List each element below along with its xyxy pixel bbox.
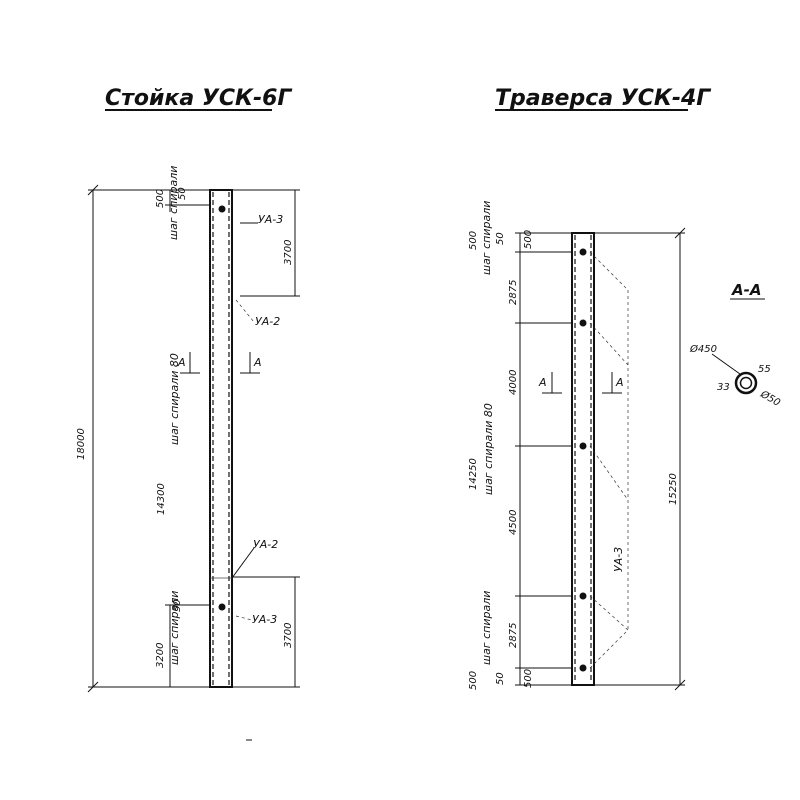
right-anchor-4	[579, 592, 587, 600]
right-title: Траверса УСК-4Г	[495, 86, 711, 111]
section-diameter-leader	[711, 353, 741, 375]
left-section-letter-left: А	[177, 356, 186, 369]
section-outer-ring	[734, 371, 758, 395]
left-bottom-length: 3200	[155, 643, 166, 668]
left-ua3-top-label: УА-3	[258, 213, 283, 226]
left-ua2-bottom-label: УА-2	[253, 538, 278, 551]
right-ua3-leader-5	[589, 629, 629, 669]
right-ua3-label: УА-3	[612, 547, 625, 572]
right-bottom-end-right: 500	[523, 669, 534, 688]
left-title: Стойка УСК-6Г	[105, 86, 292, 111]
right-bottom-pitch-label: шаг спирали	[480, 591, 493, 665]
right-ua3-leader-1	[589, 251, 629, 291]
right-traverse-drawing: Траверса УСК-4Г УА-3 500 шаг спирали 50	[468, 86, 711, 691]
section-dim-phi50: Ø50	[758, 388, 783, 409]
section-aa-detail: А-А Ø450 55 33 Ø50	[689, 281, 782, 409]
left-gap-50: 50	[172, 599, 183, 612]
right-anchor-2	[579, 319, 587, 327]
right-top-end-right: 500	[523, 230, 534, 249]
section-inner-ring	[739, 376, 753, 390]
right-seg-4000: 4000	[508, 370, 519, 395]
left-total-tick-bottom	[87, 681, 99, 693]
left-ua3-bottom-leader	[235, 615, 253, 621]
right-anchor-1	[579, 248, 587, 256]
right-bottom-end: 500	[468, 671, 479, 690]
right-section-letter-right: А	[615, 376, 624, 389]
left-ua3-bottom-label: УА-3	[252, 613, 277, 626]
right-ua3-leader-2	[589, 322, 629, 366]
left-section-letter-right: А	[253, 356, 262, 369]
left-total-length: 18000	[76, 428, 87, 460]
left-total-tick-top	[87, 184, 99, 196]
left-top-end: 500	[155, 189, 166, 208]
left-dim-top-right: 3700	[283, 240, 294, 265]
section-dim-33: 33	[717, 382, 730, 393]
left-dim-bottom-right: 3700	[283, 623, 294, 648]
left-bottom-pitch-label: шаг спирали	[168, 591, 181, 665]
right-middle-pitch-label: шаг спирали 80	[482, 403, 495, 495]
right-top-gap: 50	[495, 232, 506, 245]
right-middle-length: 14250	[468, 458, 479, 490]
right-seg-2875-bottom: 2875	[508, 623, 519, 648]
left-post-drawing: Стойка УСК-6Г 18000 500 50 шаг спирали У…	[76, 86, 300, 741]
right-top-pitch-label: шаг спирали	[480, 201, 493, 275]
right-total-length: 15250	[668, 473, 679, 505]
right-anchor-5	[579, 664, 587, 672]
section-diameter: Ø450	[689, 343, 717, 355]
section-dim-55: 55	[758, 364, 771, 375]
right-top-end: 500	[468, 231, 479, 250]
right-ua3-leader-3	[589, 445, 629, 501]
left-middle-pitch-label: шаг спирали 80	[168, 353, 181, 445]
right-section-letter-left: А	[538, 376, 547, 389]
left-ua3-top-anchor	[218, 205, 226, 213]
right-ua3-leader-4	[589, 595, 629, 631]
left-top-gap: 50	[177, 187, 188, 200]
left-ua2-top-label: УА-2	[255, 315, 280, 328]
left-top-pitch-label: шаг спирали	[167, 166, 180, 240]
left-ua2-top-leader	[235, 299, 255, 323]
left-ua2-bottom-leader	[231, 547, 255, 579]
right-traverse-body	[571, 232, 595, 686]
left-ua3-bottom-anchor	[218, 603, 226, 611]
right-total-tick-bottom	[674, 679, 686, 691]
section-title: А-А	[731, 281, 761, 299]
right-bottom-gap: 50	[495, 672, 506, 685]
left-middle-length: 14300	[156, 483, 167, 515]
right-anchor-3	[579, 442, 587, 450]
right-total-tick-top	[674, 227, 686, 239]
right-seg-2875-top: 2875	[508, 280, 519, 305]
left-post-body	[209, 189, 233, 688]
right-seg-4500: 4500	[508, 510, 519, 535]
